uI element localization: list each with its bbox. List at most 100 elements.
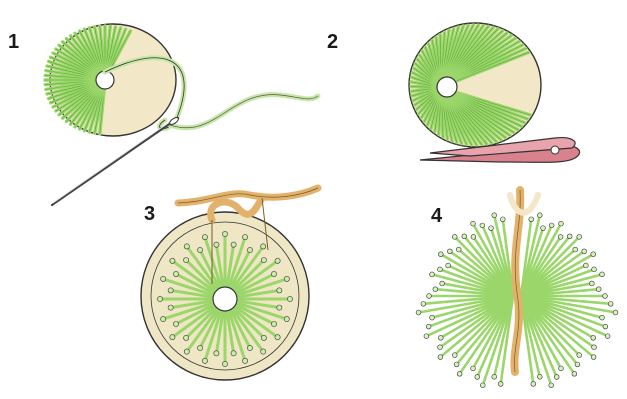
yarn-tuft-tip xyxy=(261,335,266,340)
yarn-tuft-tip xyxy=(161,316,166,321)
yarn-tuft-tip xyxy=(197,247,202,252)
pompom-fiber-tip xyxy=(591,355,596,360)
pompom-fiber-tip xyxy=(549,223,554,228)
pompom-fiber-tip xyxy=(592,267,597,272)
yarn-tuft-tip xyxy=(173,321,178,326)
yarn-tuft-tip xyxy=(231,242,236,247)
pompom-fiber-tip xyxy=(430,272,435,277)
pompom-fiber-tip xyxy=(575,362,580,367)
pompom-fiber-tip xyxy=(440,281,445,286)
pompom-fiber-tip xyxy=(454,362,459,367)
pompom-fiber-tip xyxy=(577,234,582,239)
pompom-fiber-tip xyxy=(462,234,467,239)
pompom-fiber-tip xyxy=(426,324,431,329)
yarn-tuft-tip xyxy=(170,335,175,340)
yarn-tuft-tip xyxy=(261,258,266,263)
yarn-tuft-tip xyxy=(261,349,266,354)
pompom-fiber-tip xyxy=(573,247,578,252)
pompom-fiber-tip xyxy=(438,335,443,340)
yarn-tail xyxy=(170,95,318,128)
pompom-fiber-tip xyxy=(605,334,610,339)
pompom-fiber-tip xyxy=(549,383,554,388)
yarn-tuft-tip xyxy=(184,258,189,263)
step-4-finished-pompom-illustration xyxy=(416,190,618,388)
yarn-tuft-tip xyxy=(173,271,178,276)
pompom-fiber-tip xyxy=(596,287,601,292)
pompom-fiber-tip xyxy=(424,334,429,339)
pompom-fiber-tip xyxy=(592,345,597,350)
pompom-fiber-tip xyxy=(608,301,613,306)
pompom-fiber-tip xyxy=(447,249,452,254)
scissors-pivot xyxy=(551,146,559,154)
pompom-fiber-tip xyxy=(438,345,443,350)
pompom-fiber-tip xyxy=(582,249,587,254)
pompom-fiber-tip xyxy=(416,310,421,315)
yarn-tuft-tip xyxy=(284,276,289,281)
pompom-fiber-tip xyxy=(492,213,497,218)
pompom-fiber-tip xyxy=(457,371,462,376)
pompom-fiber-tip xyxy=(589,281,594,286)
pompom-fiber-tip xyxy=(591,252,596,257)
ring-center-hole xyxy=(213,287,237,311)
step-number: 4 xyxy=(431,206,442,226)
yarn-tuft-tip xyxy=(284,316,289,321)
pompom-fiber-tip xyxy=(492,374,497,379)
needle-eye xyxy=(169,116,180,126)
pompom-fiber-tip xyxy=(541,226,546,231)
yarn-tuft-tip xyxy=(231,351,236,356)
yarn-tuft-tip xyxy=(242,235,247,240)
pompom-fiber-tip xyxy=(559,366,564,371)
pompom-fiber-tip xyxy=(537,213,542,218)
yarn-tuft-tip xyxy=(271,271,276,276)
pompom-fiber-tip xyxy=(600,272,605,277)
yarn-tuft-tip xyxy=(271,321,276,326)
pompom-fiber-tip xyxy=(537,374,542,379)
pompom-fiber-tip xyxy=(471,221,476,226)
pompom-fiber-tip xyxy=(452,234,457,239)
yarn-tuft-tip xyxy=(277,288,282,293)
yarn-tuft-tip xyxy=(184,335,189,340)
pompom-fiber-tip xyxy=(438,355,443,360)
pompom-fiber-tip xyxy=(480,223,485,228)
pompom-fiber-tip xyxy=(452,353,457,358)
yarn-tuft-tip xyxy=(287,296,292,301)
yarn-tuft-tip xyxy=(247,345,252,350)
pompom-fiber-tip xyxy=(456,247,461,252)
pompom-fiber-tip xyxy=(558,234,563,239)
pompom-fiber-tip xyxy=(613,310,618,315)
yarn-tuft-tip xyxy=(222,361,227,366)
pompom-fiber-tip xyxy=(471,366,476,371)
yarn-tuft-tip xyxy=(275,335,280,340)
yarn-tuft-tip xyxy=(184,349,189,354)
pompom-fiber-tip xyxy=(430,315,435,320)
pompom-fiber-tip xyxy=(500,217,505,222)
pompom-fiber-tip xyxy=(446,263,451,268)
yarn-tuft-tip xyxy=(202,235,207,240)
pompom-fiber-tip xyxy=(603,324,608,329)
yarn-tuft-tip xyxy=(222,231,227,236)
yarn-tuft-tip xyxy=(197,345,202,350)
yarn-tuft-tip xyxy=(202,358,207,363)
pompom-fiber-tip xyxy=(480,383,485,388)
yarn-tuft-tip xyxy=(184,244,189,249)
yarn-tuft-tip xyxy=(275,258,280,263)
pompom-fiber-tip xyxy=(577,353,582,358)
yarn-tuft-tip xyxy=(277,305,282,310)
ring-center-hole xyxy=(437,77,457,97)
pompom-fiber-tip xyxy=(559,221,564,226)
yarn-tuft-tip xyxy=(242,358,247,363)
pompom-fiber-tip xyxy=(438,267,443,272)
yarn-tuft-tip xyxy=(170,258,175,263)
yarn-tuft-tip xyxy=(261,244,266,249)
step-number: 3 xyxy=(144,204,155,224)
yarn-tuft-tip xyxy=(161,276,166,281)
pompom-fiber-tip xyxy=(529,217,534,222)
step-number: 2 xyxy=(327,32,338,52)
yarn-tuft-tip xyxy=(214,351,219,356)
yarn-tuft-tip xyxy=(247,247,252,252)
pompom-fiber-tip xyxy=(591,335,596,340)
pompom-fiber-tip xyxy=(554,375,559,380)
yarn-tuft-tip xyxy=(214,242,219,247)
